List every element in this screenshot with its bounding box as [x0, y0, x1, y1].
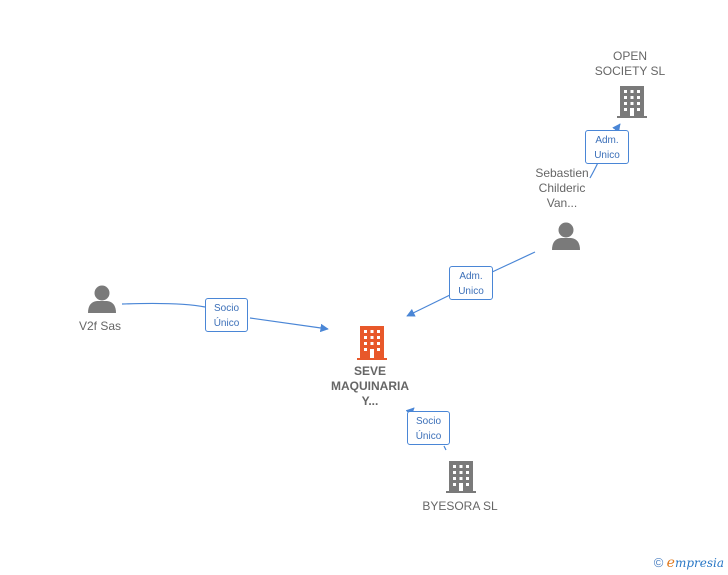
- main-building-icon[interactable]: [357, 326, 387, 360]
- node-label-seve[interactable]: SEVE MAQUINARIA Y...: [331, 364, 409, 408]
- edge-label-socio-unico: Socio Único: [205, 298, 248, 332]
- person-icon[interactable]: [552, 222, 580, 251]
- edge-sebastien-seve: [407, 251, 536, 316]
- building-icon[interactable]: [617, 86, 647, 118]
- building-icon[interactable]: [446, 461, 476, 493]
- edge-label-adm-unico: Adm. Unico: [449, 266, 493, 300]
- person-icon[interactable]: [88, 285, 116, 314]
- brand-logo: empresia: [666, 555, 724, 571]
- node-label-sebastien[interactable]: Sebastien Childeric Van...: [535, 166, 589, 210]
- footer-brand[interactable]: © empresia: [654, 555, 724, 571]
- edge-v2f-seve: [121, 302, 328, 329]
- edge-label-socio-unico: Socio Único: [407, 411, 450, 445]
- node-label-open-society[interactable]: OPEN SOCIETY SL: [594, 49, 666, 78]
- node-label-v2f[interactable]: V2f Sas: [78, 319, 122, 333]
- node-label-byesora[interactable]: BYESORA SL: [422, 499, 498, 513]
- copyright-icon: ©: [653, 555, 664, 570]
- edge-label-adm-unico: Adm. Unico: [585, 130, 629, 164]
